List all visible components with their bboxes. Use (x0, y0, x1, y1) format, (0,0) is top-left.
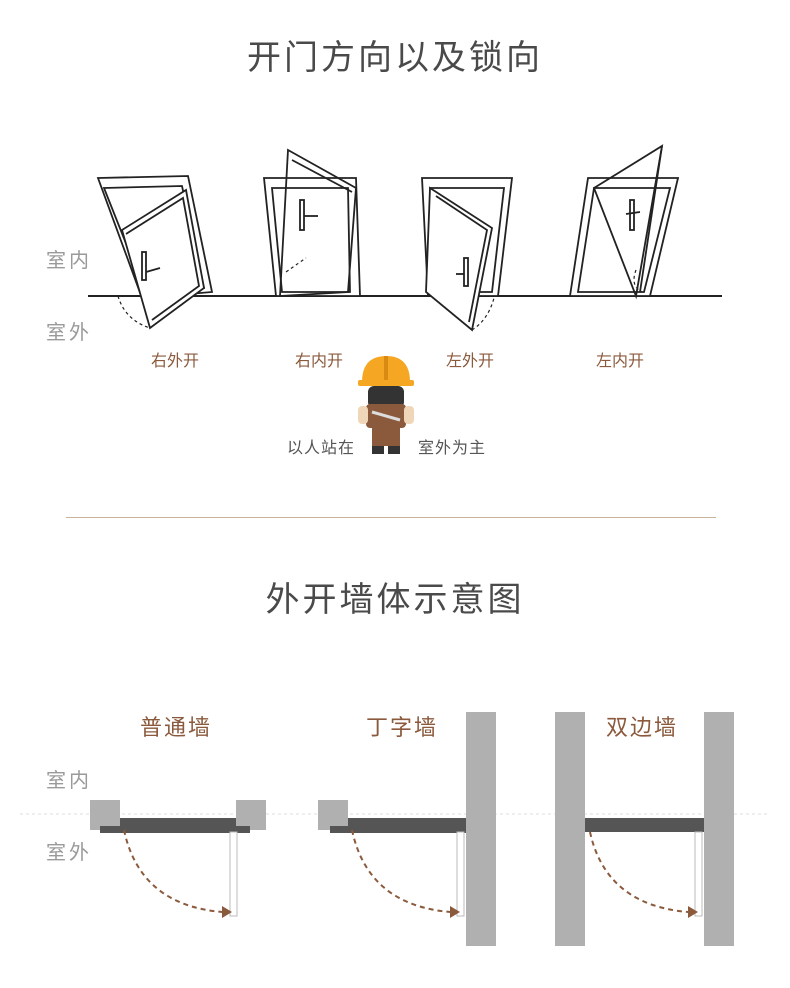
wall-diagram-double (555, 712, 734, 946)
outdoor-label-walls: 室外 (46, 840, 92, 864)
door-label-left-outward: 左外开 (445, 351, 494, 370)
outdoor-label: 室外 (46, 320, 92, 344)
caption-left: 以人站在 (287, 438, 356, 457)
door-left-inward (568, 144, 680, 300)
wall-label-normal: 普通墙 (139, 716, 212, 741)
door-label-right-outward: 右外开 (150, 351, 199, 370)
wall-diagram-normal (90, 800, 266, 918)
wall-diagram-t-junction (318, 712, 496, 946)
section-title-door-direction: 开门方向以及锁向 (247, 38, 543, 78)
door-right-inward (263, 148, 361, 297)
worker-icon (358, 356, 414, 454)
caption-right: 室外为主 (418, 438, 487, 457)
wall-label-t-junction: 丁字墙 (365, 716, 438, 741)
door-label-right-inward: 右内开 (294, 351, 343, 370)
indoor-label-walls: 室内 (46, 768, 92, 792)
door-left-outward (421, 177, 514, 332)
door-right-outward (96, 175, 214, 330)
indoor-label: 室内 (46, 248, 92, 272)
wall-label-double: 双边墙 (605, 716, 678, 741)
section-divider (66, 517, 716, 518)
door-label-left-inward: 左内开 (595, 351, 644, 370)
section-title-wall-diagram: 外开墙体示意图 (265, 580, 525, 620)
